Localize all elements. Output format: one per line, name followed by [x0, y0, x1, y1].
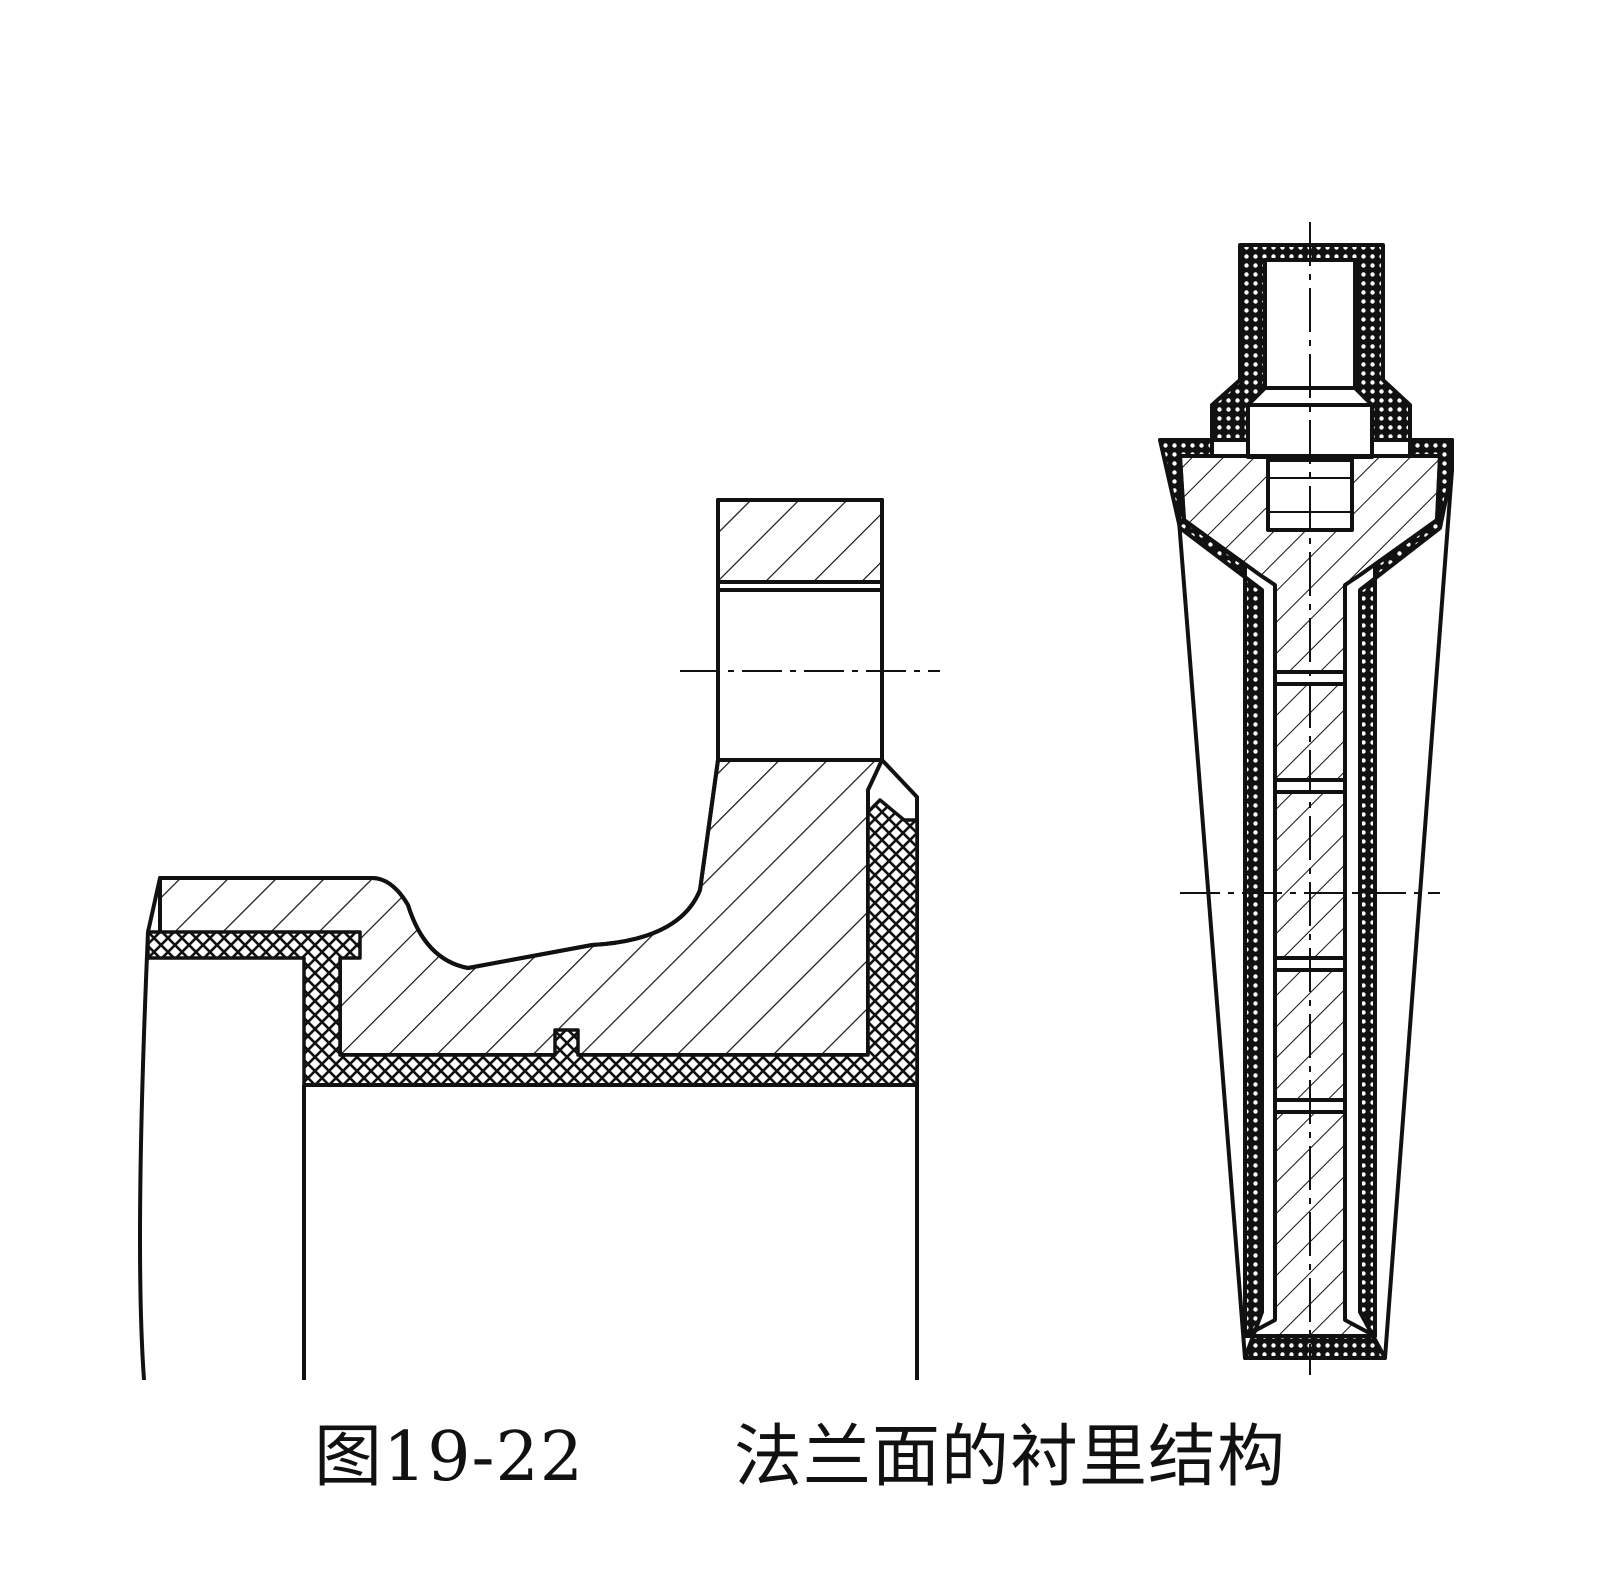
figure-caption: 图19-22 法兰面的衬里结构: [0, 1390, 1600, 1510]
upper-flange-block: [716, 498, 884, 584]
lining-structure-figure: [138, 222, 1454, 1380]
figure-number: 图19-22: [313, 1417, 585, 1497]
tapered-shaft-drawing: [1158, 222, 1454, 1375]
figure-title: 法兰面的衬里结构: [734, 1417, 1287, 1497]
flange-body-hatched: [158, 758, 884, 1057]
flange-section-drawing: [138, 498, 940, 1380]
